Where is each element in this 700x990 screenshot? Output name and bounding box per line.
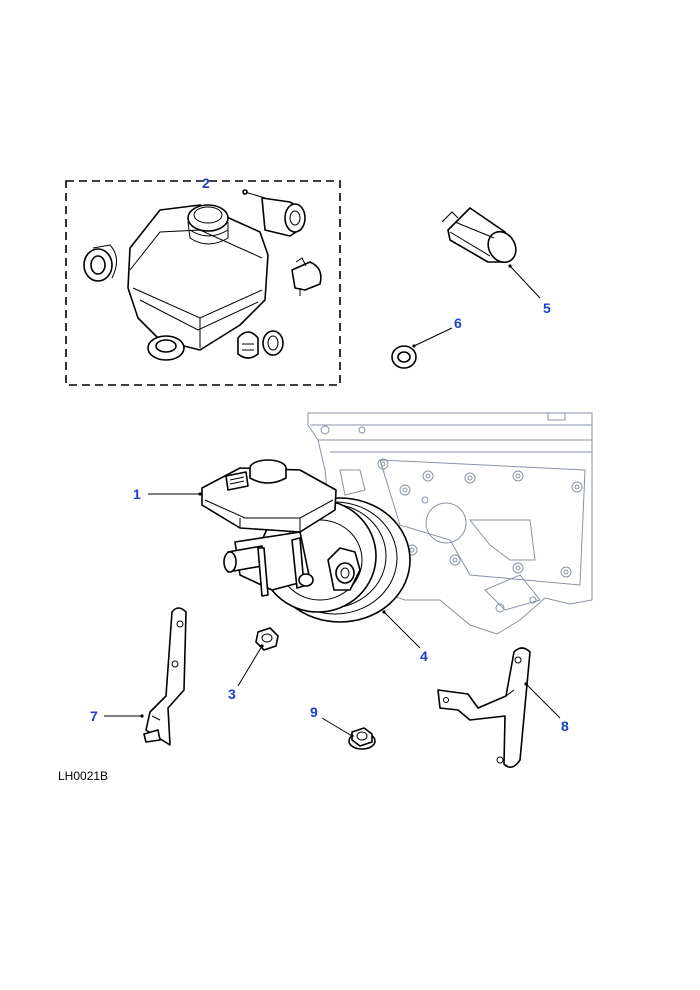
part-6-washer — [391, 345, 417, 369]
callout-4: 4 — [420, 648, 428, 664]
callout-9: 9 — [310, 704, 318, 720]
callout-5: 5 — [543, 300, 551, 316]
callout-2: 2 — [202, 175, 210, 191]
callout-6: 6 — [454, 315, 462, 331]
part-5-cylinder — [441, 207, 517, 264]
callout-7: 7 — [90, 708, 98, 724]
part-9-flange-nut — [348, 727, 376, 750]
leader-lines — [104, 264, 561, 738]
kit-boundary-box — [65, 180, 341, 386]
callout-8: 8 — [561, 718, 569, 734]
part-8-bracket — [437, 647, 531, 768]
part-3-nut — [255, 627, 279, 651]
reference-code: LH0021B — [58, 769, 108, 783]
reservoir-kit — [83, 189, 322, 361]
part-1-master-cylinder — [201, 459, 337, 597]
callout-3: 3 — [228, 686, 236, 702]
part-7-bracket — [143, 607, 187, 746]
callout-1: 1 — [133, 486, 141, 502]
